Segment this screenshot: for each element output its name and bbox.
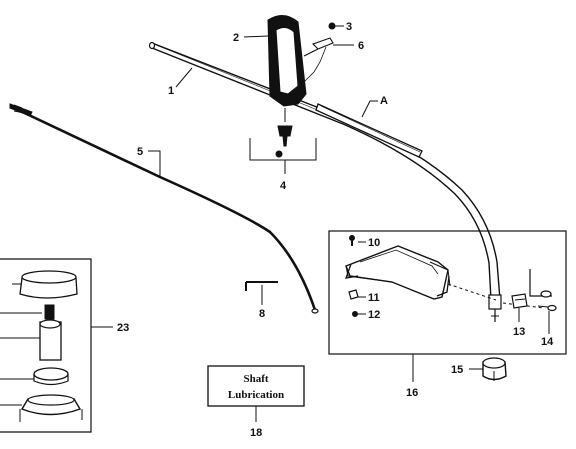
leader-lines [148, 25, 550, 382]
trimmer-head-part-23 [0, 258, 113, 433]
callout-16: 16 [406, 387, 418, 399]
shaft-lubrication-line1: Shaft [243, 373, 268, 385]
lock-nut-part-15 [469, 357, 507, 381]
callout-18: 18 [250, 427, 262, 439]
shaft-lubrication-line2: Lubrication [228, 389, 284, 401]
callout-13: 13 [513, 326, 525, 338]
callout-1: 1 [168, 85, 174, 97]
callout-3: 3 [346, 21, 352, 33]
callout-23: 23 [117, 322, 129, 334]
callout-8: 8 [259, 308, 265, 320]
clip-part-6 [299, 37, 334, 87]
callout-4: 4 [280, 180, 287, 192]
hex-key-part-8 [245, 281, 278, 305]
callout-2: 2 [233, 32, 239, 44]
guard-assembly-part-16 [328, 230, 567, 355]
callout-5: 5 [137, 146, 143, 158]
shaft-lubrication-box: Shaft Lubrication [207, 365, 305, 422]
callout-11: 11 [368, 292, 380, 304]
callout-15: 15 [451, 364, 463, 376]
drive-cable [9, 103, 319, 314]
callouts: 1 2 3 4 5 6 8 10 11 12 13 14 15 16 18 23… [117, 21, 554, 439]
callout-a: A [380, 95, 388, 107]
handle-bracket [267, 15, 307, 107]
sleeve-part-a [315, 103, 423, 158]
callout-12: 12 [368, 309, 380, 321]
hardware-group-part-4 [249, 108, 317, 174]
callout-10: 10 [368, 237, 380, 249]
callout-6: 6 [358, 40, 364, 52]
callout-14: 14 [541, 336, 554, 348]
